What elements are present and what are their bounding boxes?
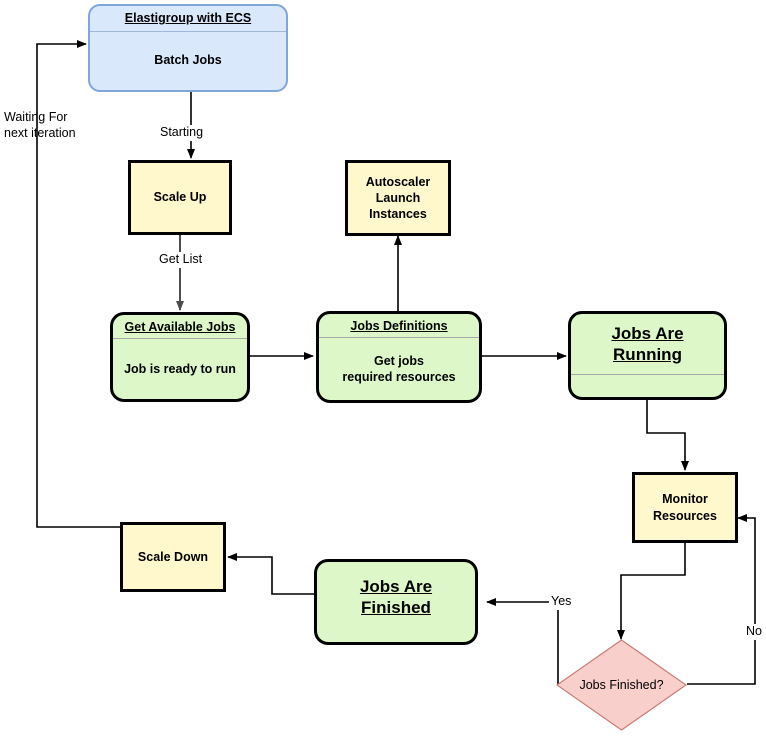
node-elastigroup-with-ecs[interactable]: Elastigroup with ECS Batch Jobs (88, 4, 288, 92)
node-elastigroup-title: Elastigroup with ECS (90, 6, 286, 32)
node-monitor-resources[interactable]: Monitor Resources (632, 472, 738, 543)
node-get-available-jobs[interactable]: Get Available Jobs Job is ready to run (110, 312, 250, 402)
node-autoscaler-label: Autoscaler Launch Instances (365, 174, 431, 222)
edge-monitorresources-to-decision (617, 543, 686, 640)
edge-label-yes: Yes (549, 594, 574, 610)
node-jobs-definitions-title: Jobs Definitions (319, 314, 479, 339)
edge-jobsfinished-to-scaledown (227, 553, 314, 595)
node-jobs-are-running-body (571, 375, 724, 398)
node-jobs-finished-decision[interactable]: Jobs Finished? (556, 639, 687, 731)
edge-scaledown-to-elastigroup (36, 40, 120, 528)
node-jobs-are-running-title: Jobs Are Running (571, 314, 724, 375)
edge-jobsrunning-to-monitorresources (646, 400, 689, 471)
node-monitor-resources-label: Monitor Resources (653, 492, 717, 523)
edge-decision-no-to-monitorresources (687, 514, 756, 685)
edge-label-no: No (744, 624, 764, 640)
node-get-available-jobs-body: Job is ready to run (124, 362, 236, 377)
diamond-shape (556, 639, 687, 731)
edge-label-get-list: Get List (157, 252, 205, 268)
node-jobs-are-finished-title: Jobs Are Finished (359, 577, 433, 618)
node-elastigroup-body: Batch Jobs (154, 53, 222, 68)
node-jobs-are-finished-body (317, 627, 475, 649)
node-get-available-jobs-title: Get Available Jobs (113, 315, 247, 340)
node-scale-up[interactable]: Scale Up (128, 160, 232, 235)
node-scale-up-label: Scale Up (153, 190, 207, 205)
node-jobs-are-running[interactable]: Jobs Are Running (568, 311, 727, 400)
node-autoscaler-launch-instances[interactable]: Autoscaler Launch Instances (345, 160, 451, 236)
node-jobs-definitions[interactable]: Jobs Definitions Get jobs required resou… (316, 311, 482, 403)
edge-decision-yes-to-jobsfinished (486, 598, 559, 684)
edge-label-starting: Starting (158, 125, 206, 141)
node-jobs-are-finished[interactable]: Jobs Are Finished (314, 559, 478, 645)
node-scale-down[interactable]: Scale Down (120, 522, 226, 592)
edge-label-waiting-for-next-iteration: Waiting For next iteration (4, 110, 76, 140)
node-scale-down-label: Scale Down (137, 549, 209, 564)
node-jobs-finished-decision-label: Jobs Finished? (579, 678, 664, 692)
node-jobs-definitions-body: Get jobs required resources (342, 353, 456, 385)
